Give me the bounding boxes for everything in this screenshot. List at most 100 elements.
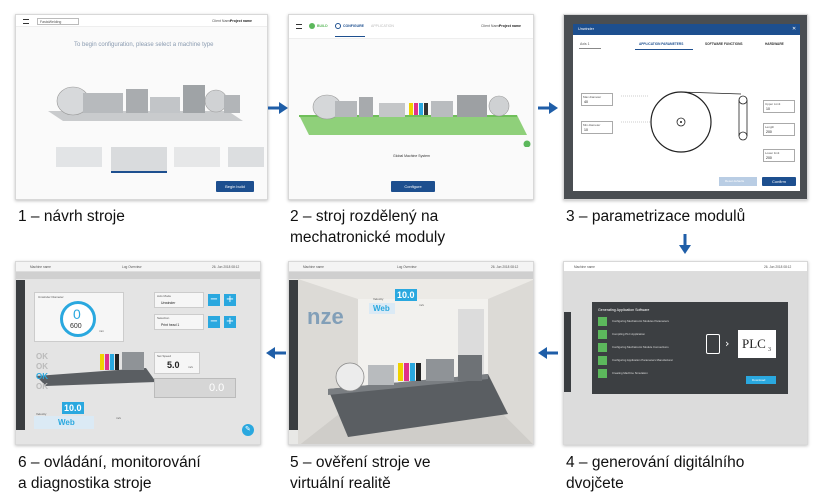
velocity-widget: 10.0 Velocity m/s Web [34,402,124,432]
velocity-unit: m/s [419,303,424,307]
web-label-box: Web [369,303,395,314]
caption-line: 2 – stroj rozdělený na [290,208,439,225]
task-label: Configuring Application Parameters Manuf… [612,358,674,362]
sidebar-tab[interactable] [564,312,571,392]
minus-button[interactable]: − [208,294,220,306]
machine-3d-view [36,352,156,386]
plus-button[interactable]: + [224,316,236,328]
axis-select[interactable]: Axis 1 [579,41,601,49]
header-date: 26. Jun 2018 08:12 [764,265,792,269]
arrow-left-icon [266,347,286,359]
caption-line: 5 – ověření stroje ve [290,454,431,471]
caption-line: dvojčete [566,475,624,492]
tab-hardware[interactable]: HARDWARE [765,42,784,46]
max-diameter-field[interactable]: Max diameter 40 [581,93,613,106]
thumbnail-4[interactable] [228,147,264,167]
sidebar-tab[interactable] [289,280,298,430]
brand-logo-text: nze [307,304,344,329]
menu-icon[interactable] [296,24,302,29]
configure-button[interactable]: Configure [391,181,435,192]
reset-defaults-button[interactable]: Reset defaults [719,177,757,186]
upper-limit-field[interactable]: Upper Limit 10 [763,100,795,113]
page-title: To begin configuration, please select a … [74,42,214,48]
confirm-label: Confirm [771,179,786,184]
client-name: Client Name [212,19,232,23]
caption-step-1: 1 – návrh stroje [18,206,125,227]
thumbnail-2-selected[interactable] [111,147,167,173]
velocity-widget: 10.0 Velocity m/s Web [369,289,429,315]
header-tab[interactable]: Log Overview [122,265,142,269]
minus-button[interactable]: − [208,316,220,328]
begin-build-button[interactable]: Begin build [216,181,254,192]
velocity-label: Velocity [373,297,384,301]
selection-select[interactable]: Selection Print head 1 [154,314,204,330]
task-list: Configuring Mechatronic Modules Paramete… [598,316,688,384]
chevron-right-icon: › [725,337,730,350]
field-value: 40 [584,100,588,104]
arrow-left-icon [538,347,558,359]
check-icon [598,330,607,339]
top-bar [289,15,533,39]
axis-mode-select[interactable]: Axis Mode Unwinder [154,292,204,308]
task-label: Creating Machine Simulation [612,371,648,375]
ok-status: OK [36,362,48,371]
machine-type-dropdown[interactable]: FastaWelding [37,18,79,25]
plc-label: PLC [742,336,766,351]
ok-status-active: OK [36,372,48,381]
caption-step-5: 5 – ověření stroje ve virtuální realitě [290,452,430,494]
sidebar-tab[interactable] [16,280,25,430]
begin-build-label: Begin build [225,184,245,189]
tab-configure[interactable]: CONFIGURE [335,23,365,37]
thumbnail-3[interactable] [174,147,220,167]
project-name: Project name [499,24,521,28]
close-icon[interactable]: ✕ [792,26,797,32]
header-tab[interactable]: Log Overview [397,265,417,269]
screenshot-digital-twin: Machine name 26. Jun 2018 08:12 Generati… [563,261,808,445]
pencil-icon: ✎ [245,425,251,433]
dropdown-value: FastaWelding [40,20,62,24]
screenshot-virtual-reality: Machine name Log Overview 26. Jun 2018 0… [288,261,534,445]
min-diameter-field[interactable]: Min diameter 10 [581,121,613,134]
status-strip [289,272,533,279]
caption-line: 1 – návrh stroje [18,208,125,225]
task-label: Configuring Mechatronic Module Connectio… [612,345,669,349]
ok-status: OK [36,352,48,361]
speed-value: 5.0 [167,360,180,370]
screenshot-mechatronic-modules: BUILD CONFIGURE APPLICATION Client Name … [288,14,534,200]
configure-label: Configure [404,184,422,189]
lower-limit-field[interactable]: Lower limit 200 [763,149,795,162]
download-button[interactable]: Download [746,376,776,384]
edit-fab[interactable]: ✎ [242,424,254,436]
modular-machine-illustration [299,94,531,147]
length-field[interactable]: Length 200 [763,123,795,136]
top-bar: Machine name 26. Jun 2018 08:12 [564,262,807,272]
generator-panel: Generating Application Software Configur… [592,302,788,394]
field-label: Upper Limit [765,102,781,106]
machine-label: Global Machine System [393,154,430,158]
thumbnail-1[interactable] [56,147,102,167]
plus-button[interactable]: + [224,294,236,306]
select-label: Selection [157,316,170,320]
readout-card: 0.0 [154,378,236,398]
confirm-button[interactable]: Confirm [762,177,796,186]
arrow-down-icon [679,234,691,254]
menu-icon[interactable] [23,19,29,24]
task-item: Configuring Application Parameters Manuf… [598,355,688,366]
task-item: Configuring Mechatronic Modules Paramete… [598,316,688,327]
select-value: Print head 1 [161,323,180,327]
tab-label: APPLICATION PARAMETERS [639,42,684,46]
gauge-unit: mm [99,329,104,333]
caption-step-3: 3 – parametrizace modulů [566,206,745,227]
readout-value: 0.0 [209,382,225,394]
speed-card: Set Speed 5.0 m/s [154,352,200,374]
tab-application-parameters[interactable]: APPLICATION PARAMETERS [635,41,693,50]
top-bar: Machine name Log Overview 26. Jun 2018 0… [289,262,533,272]
tab-software-functions[interactable]: SOFTWARE FUNCTIONS [705,42,743,46]
velocity-value-box: 10.0 [395,289,417,301]
screenshot-machine-design: FastaWelding Client Name Project name To… [15,14,268,200]
task-item: Creating Machine Simulation [598,368,688,379]
tab-build-label: BUILD [317,24,328,28]
field-value: 200 [766,156,772,160]
arrow-right-icon [268,102,288,114]
check-icon [598,356,607,365]
